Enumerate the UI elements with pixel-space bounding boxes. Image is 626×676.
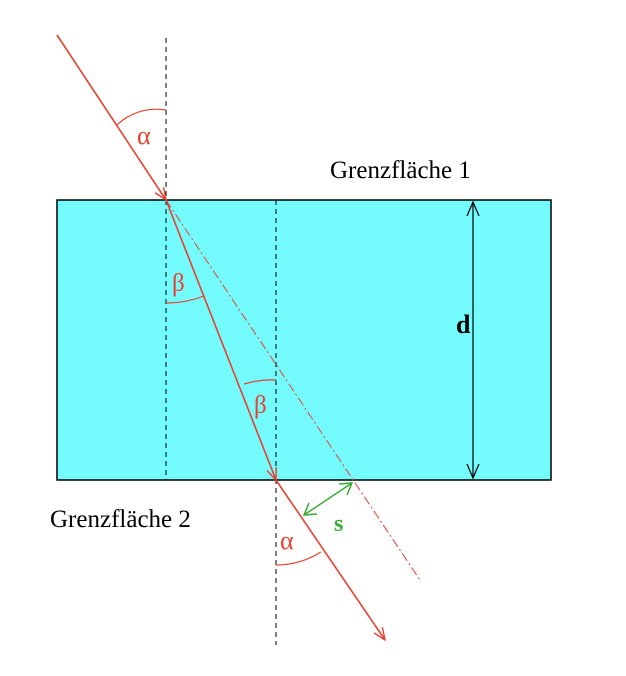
thickness-arrow-head-top — [466, 200, 480, 217]
medium-block — [56, 199, 552, 481]
label-angle-beta-bottom: β — [254, 392, 267, 419]
incident-extension-line — [165, 199, 421, 581]
angle-arc-beta-top — [165, 295, 205, 304]
refracted-ray — [165, 199, 276, 480]
label-interface-2: Grenzfläche 2 — [50, 506, 191, 533]
exit-ray — [275, 479, 385, 640]
angle-arc-alpha-out — [275, 551, 322, 566]
incident-ray — [56, 34, 166, 200]
label-angle-alpha-in: α — [137, 121, 151, 150]
shift-arrow-head-start — [302, 502, 318, 516]
label-interface-1: Grenzfläche 1 — [330, 157, 471, 184]
shift-arrow-head-end — [338, 482, 354, 496]
shift-arrow — [303, 482, 353, 516]
label-angle-alpha-out: α — [280, 526, 294, 555]
label-shift: s — [334, 511, 343, 537]
angle-arc-beta-bottom — [243, 379, 277, 385]
label-thickness: d — [456, 310, 471, 339]
angle-arc-alpha-in — [116, 108, 167, 126]
label-angle-beta-top: β — [172, 270, 185, 297]
thickness-arrow-head-bottom — [466, 463, 480, 480]
